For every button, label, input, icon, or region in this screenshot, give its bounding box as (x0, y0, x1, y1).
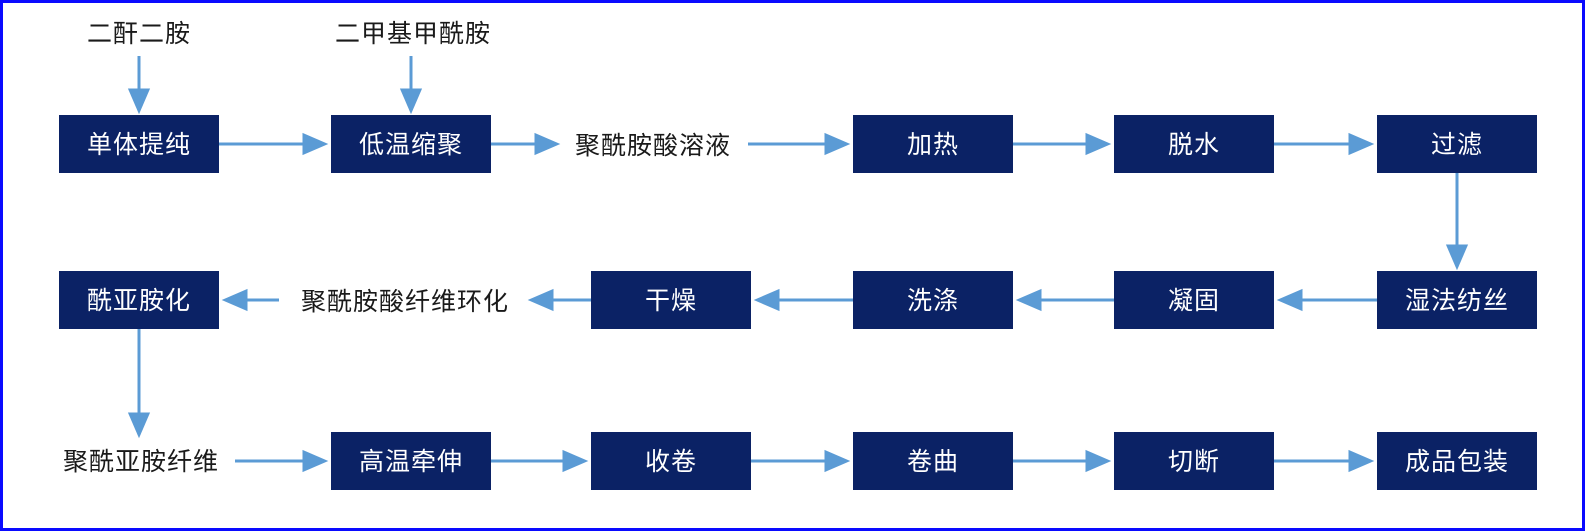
node-imidization[interactable]: 酰亚胺化 (59, 271, 219, 329)
node-filtration[interactable]: 过滤 (1377, 115, 1537, 173)
node-wet-spinning[interactable]: 湿法纺丝 (1377, 271, 1537, 329)
node-finished-packaging[interactable]: 成品包装 (1377, 432, 1537, 490)
node-winding[interactable]: 收卷 (591, 432, 751, 490)
label-polyimide-fiber: 聚酰亚胺纤维 (62, 446, 219, 476)
label-polyamic-acid-solution: 聚酰胺酸溶液 (574, 130, 731, 160)
node-drying[interactable]: 干燥 (591, 271, 751, 329)
node-washing[interactable]: 洗涤 (853, 271, 1013, 329)
connector-layer (127, 56, 1469, 473)
node-crimping[interactable]: 卷曲 (853, 432, 1013, 490)
input-label-dianhydride-diamine: 二酐二胺 (86, 18, 191, 48)
node-coagulation[interactable]: 凝固 (1114, 271, 1274, 329)
node-monomer-purification[interactable]: 单体提纯 (59, 115, 219, 173)
node-low-temp-polycondensation[interactable]: 低温缩聚 (331, 115, 491, 173)
input-label-dimethylformamide: 二甲基甲酰胺 (334, 18, 491, 48)
node-high-temp-drawing[interactable]: 高温牵伸 (331, 432, 491, 490)
node-dehydration[interactable]: 脱水 (1114, 115, 1274, 173)
node-cutting[interactable]: 切断 (1114, 432, 1274, 490)
label-polyamic-acid-fiber-cyclization: 聚酰胺酸纤维环化 (300, 286, 509, 316)
node-heating[interactable]: 加热 (853, 115, 1013, 173)
